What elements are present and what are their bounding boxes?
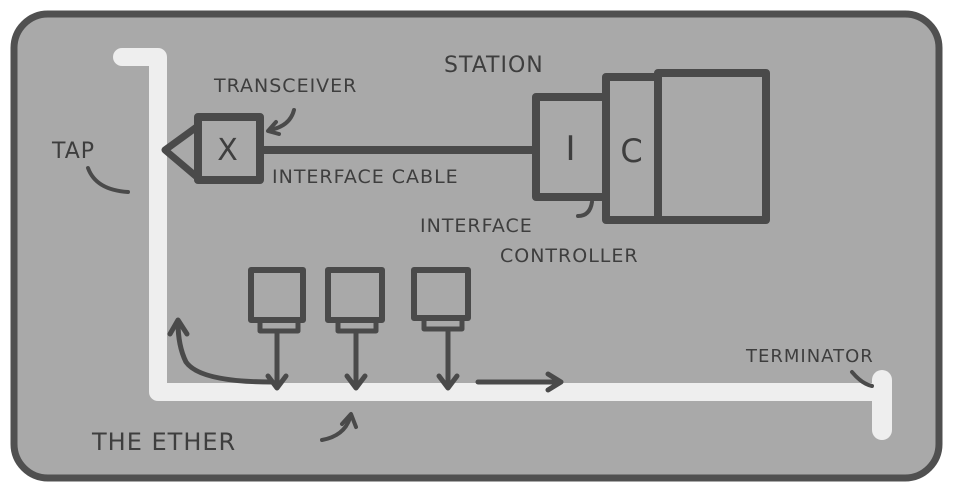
- terminator-label: TERMINATOR: [745, 346, 874, 367]
- transceiver-pointer-head: [266, 120, 281, 136]
- transceiver-pointer: [268, 108, 296, 132]
- station-icon: [411, 267, 471, 391]
- interface-controller-label-line2: CONTROLLER: [500, 245, 639, 267]
- tap-label: TAP: [51, 139, 95, 164]
- interface-controller-label-line1: INTERFACE: [420, 215, 533, 237]
- station-label: STATION: [444, 53, 544, 78]
- interface-cable-label: INTERFACE CABLE: [272, 166, 459, 188]
- arrow-right-head: [545, 371, 564, 393]
- the-ether-label: THE ETHER: [91, 428, 236, 456]
- station-icon: [325, 267, 385, 391]
- diagram-panel: [10, 10, 943, 482]
- arrow-left-up: [175, 319, 275, 385]
- terminator-pointer: [850, 370, 874, 388]
- station-box: [654, 69, 770, 224]
- ether-pointer: [320, 416, 352, 442]
- transceiver-label: TRANSCEIVER: [213, 75, 357, 97]
- ether-cable: [113, 48, 891, 401]
- arrow-left-up-head: [167, 317, 190, 337]
- interface-box-letter: I: [565, 129, 576, 169]
- controller-box-letter: C: [620, 132, 643, 170]
- ether-pointer-head: [340, 412, 358, 429]
- transceiver-box-letter: X: [217, 133, 239, 168]
- controller-pointer: [576, 200, 594, 218]
- tap-pointer: [86, 166, 130, 194]
